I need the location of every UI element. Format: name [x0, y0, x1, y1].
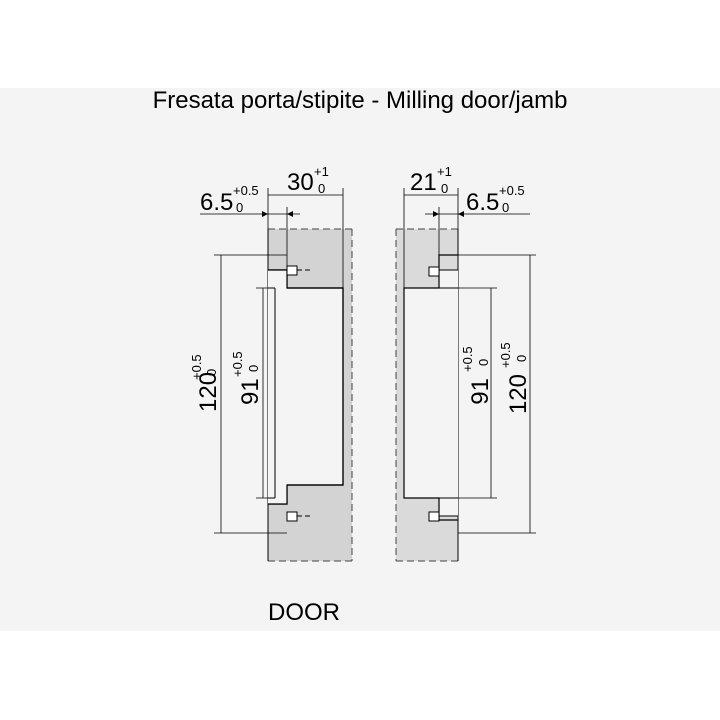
door-profile [267, 228, 353, 562]
jamb-pocket-fill [404, 288, 458, 498]
door-width-dimension: 30 +1 0 [267, 164, 344, 288]
jamb-outer-height-value: 120 [505, 374, 532, 414]
jamb-inner-height-lower-tol: 0 [476, 359, 491, 366]
door-offset-value: 6.5 [200, 189, 233, 216]
door-offset-lower-tol: 0 [236, 200, 243, 215]
jamb-width-dimension: 21 +1 0 [403, 164, 459, 288]
jamb-outer-height-lower-tol: 0 [514, 355, 529, 362]
door-outer-height-upper-tol: +0.5 [189, 354, 204, 380]
door-inner-height-value: 91 [237, 378, 264, 405]
door-outer-height-lower-tol: 0 [204, 369, 219, 376]
door-inner-height-dimension: 91 +0.5 0 [230, 287, 275, 499]
door-width-lower-tol: 0 [318, 181, 325, 196]
door-screw-slot-bottom [286, 511, 298, 522]
jamb-offset-value: 6.5 [466, 189, 499, 216]
drawing-background [0, 88, 720, 631]
door-offset-upper-tol: +0.5 [233, 183, 259, 198]
jamb-outer-height-upper-tol: +0.5 [498, 342, 513, 368]
door-offset-dimension: 6.5 +0.5 0 [200, 183, 300, 270]
door-width-upper-tol: +1 [314, 164, 329, 179]
door-label: DOOR [268, 599, 340, 626]
door-pocket-fill [268, 270, 287, 504]
jamb-width-lower-tol: 0 [441, 181, 448, 196]
drawing-title: Fresata porta/stipite - Milling door/jam… [153, 87, 568, 114]
jamb-offset-lower-tol: 0 [502, 200, 509, 215]
jamb-offset-upper-tol: +0.5 [499, 183, 525, 198]
jamb-width-upper-tol: +1 [437, 164, 452, 179]
jamb-offset-dimension: 6.5 +0.5 0 [425, 183, 530, 255]
door-outer-height-dimension: 120 +0.5 0 [189, 254, 287, 534]
jamb-outer-height-dimension: 120 +0.5 0 [458, 254, 536, 534]
door-width-value: 30 [287, 169, 314, 196]
jamb-profile [395, 228, 459, 562]
jamb-width-value: 21 [410, 169, 437, 196]
jamb-screw-slot-bottom [428, 511, 440, 522]
jamb-inner-height-dimension: 91 +0.5 0 [439, 287, 497, 499]
door-screw-slot-top [286, 265, 298, 276]
door-inner-height-upper-tol: +0.5 [230, 351, 245, 377]
door-outer-height-value: 120 [195, 372, 222, 412]
jamb-screw-slot-top [428, 266, 440, 277]
jamb-inner-height-value: 91 [467, 378, 494, 405]
jamb-inner-height-upper-tol: +0.5 [460, 346, 475, 372]
door-inner-height-lower-tol: 0 [246, 365, 261, 372]
